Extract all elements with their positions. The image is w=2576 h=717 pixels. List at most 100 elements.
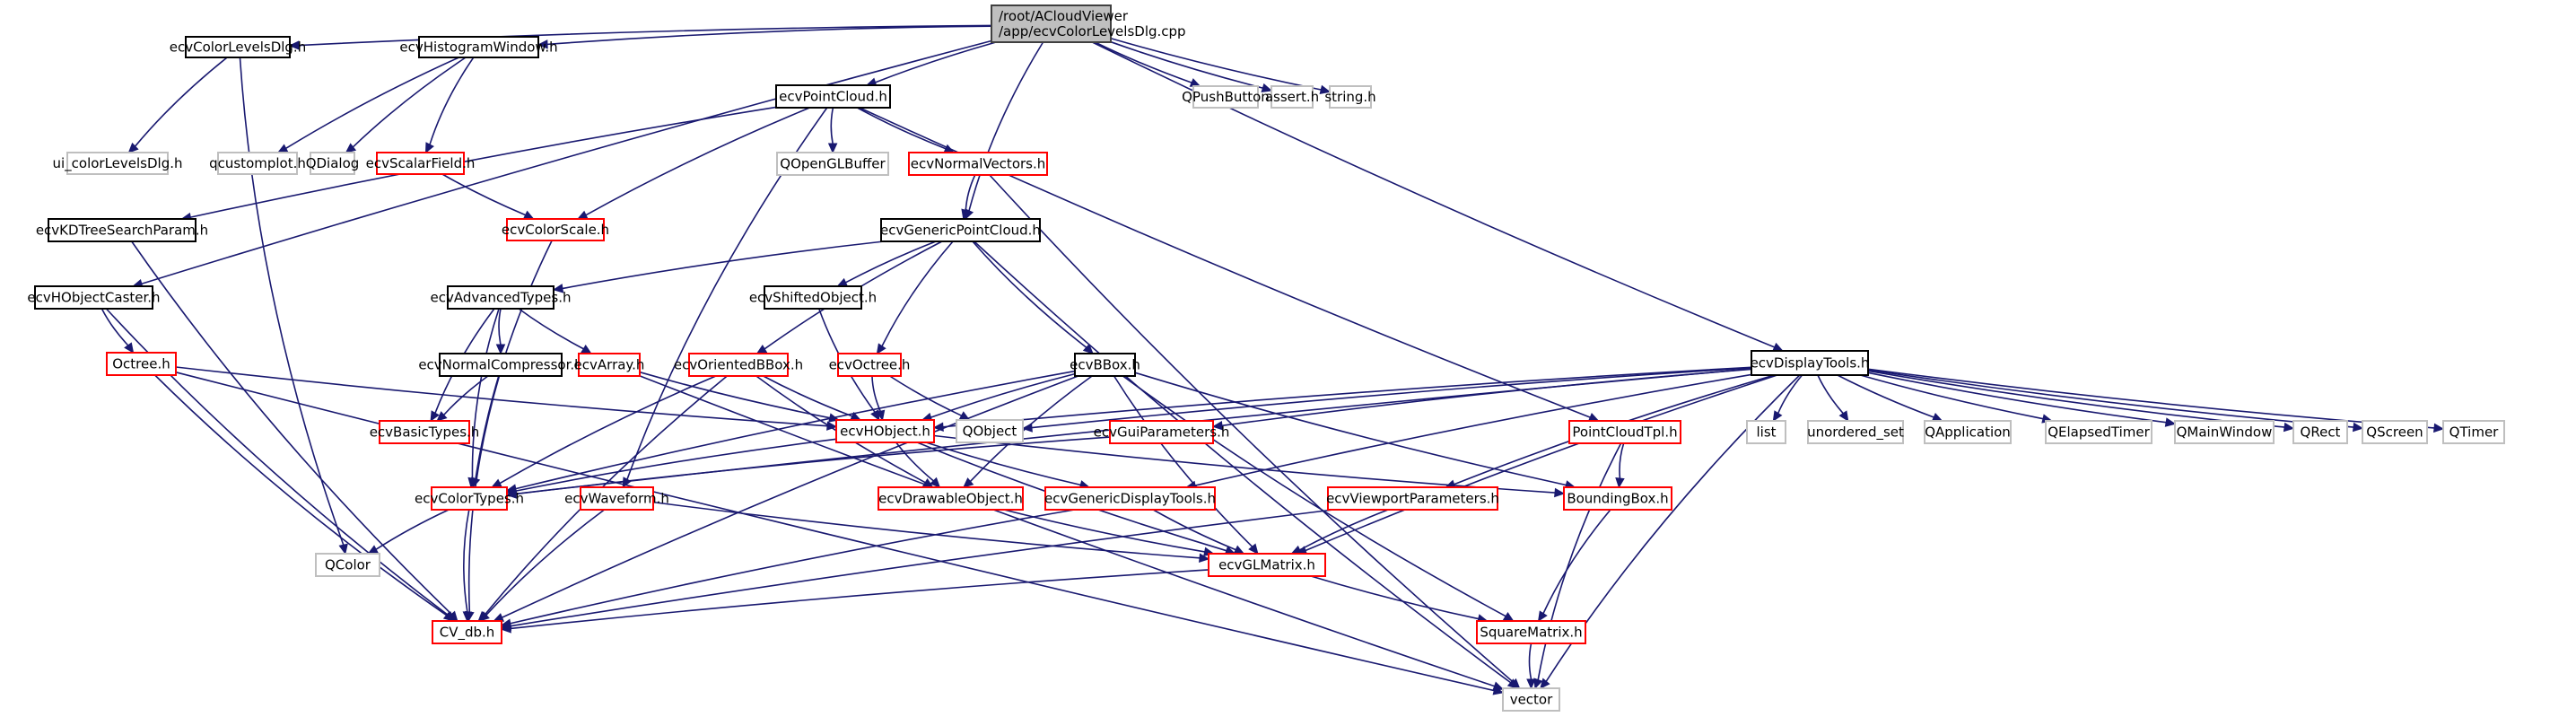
node-ecvGenericPointCloud-h[interactable]: ecvGenericPointCloud.h	[880, 218, 1041, 242]
node-QObject: QObject	[956, 419, 1024, 443]
edge-line	[871, 375, 881, 412]
node-PointCloudTpl-h[interactable]: PointCloudTpl.h	[1568, 420, 1681, 444]
node-ecvOrientedBBox-h[interactable]: ecvOrientedBBox.h	[674, 353, 803, 377]
edge-line	[515, 438, 837, 492]
arrowhead-icon	[1492, 681, 1505, 691]
node-list: list	[1746, 420, 1786, 444]
arrowhead-icon	[1537, 610, 1548, 623]
node-ecvWaveform-h[interactable]: ecvWaveform.h	[564, 486, 669, 511]
node-label: CV_db.h	[440, 625, 495, 642]
edge-ecvBBox_h-to-ecvGLMatrix_h	[1113, 375, 1259, 555]
edge-ecvColorLevelsDlg_h-to-ui_colorLevelsDlg_h	[127, 57, 228, 153]
node-ecvNormalCompressor-h[interactable]: ecvNormalCompressor.h	[418, 353, 583, 377]
node-QColor: QColor	[315, 553, 380, 577]
edge-line	[1619, 442, 1625, 479]
arrowhead-icon	[1838, 410, 1849, 423]
edge-line	[1528, 643, 1533, 680]
arrowhead-icon	[1502, 611, 1515, 622]
edge-line	[989, 174, 1514, 683]
node-ecvBasicTypes-h[interactable]: ecvBasicTypes.h	[370, 420, 480, 444]
arrowhead-icon	[932, 422, 944, 432]
arrowhead-icon	[537, 39, 548, 49]
node-box	[688, 353, 789, 377]
edge-root-to-string_h	[1110, 37, 1332, 95]
edge-line	[1091, 41, 1775, 348]
arrowhead-icon	[1261, 83, 1273, 93]
node-ecvAdvancedTypes-h[interactable]: ecvAdvancedTypes.h	[431, 285, 572, 310]
node-label: /root/ACloudViewer	[999, 8, 1129, 24]
node-Octree-h[interactable]: Octree.h	[106, 352, 177, 376]
node-ecvPointCloud-h[interactable]: ecvPointCloud.h	[775, 84, 891, 109]
node-ecvGLMatrix-h[interactable]: ecvGLMatrix.h	[1208, 553, 1326, 577]
node-label: ecvWaveform.h	[564, 491, 669, 507]
node-root[interactable]: /root/ACloudViewer/app/ecvColorLevelsDlg…	[991, 4, 1186, 43]
edge-line	[463, 509, 470, 613]
edge-ecvOrientedBBox_h-to-ecvHObject_h	[763, 375, 861, 421]
node-ecvViewportParameters-h[interactable]: ecvViewportParameters.h	[1326, 486, 1499, 511]
node-ecvHistogramWindow-h[interactable]: ecvHistogramWindow.h	[399, 36, 558, 58]
edge-line	[100, 308, 129, 346]
edge-line	[652, 501, 1201, 559]
node-ecvDisplayTools-h[interactable]: ecvDisplayTools.h	[1751, 350, 1870, 376]
node-ecvColorTypes-h[interactable]: ecvColorTypes.h	[415, 486, 524, 511]
node-SquareMatrix-h[interactable]: SquareMatrix.h	[1476, 620, 1586, 644]
node-ecvDrawableObject-h[interactable]: ecvDrawableObject.h	[878, 486, 1024, 511]
node-CV-db-h[interactable]: CV_db.h	[432, 620, 502, 644]
edge-line	[585, 107, 810, 216]
node-ecvShiftedObject-h[interactable]: ecvShiftedObject.h	[749, 285, 877, 310]
node-label: QDialog	[306, 155, 360, 171]
arrowhead-icon	[2433, 423, 2445, 433]
node-unordered-set: unordered_set	[1807, 420, 1904, 444]
edge-line	[1867, 369, 2354, 428]
node-ecvKDTreeSearchParam-h[interactable]: ecvKDTreeSearchParam.h	[36, 218, 208, 242]
node-label: ecvDisplayTools.h	[1751, 355, 1870, 372]
node-label: ecvBBox.h	[1070, 357, 1140, 373]
node-box	[1109, 420, 1214, 444]
node-box	[1924, 420, 2012, 444]
node-ecvHObjectCaster-h[interactable]: ecvHObjectCaster.h	[27, 285, 161, 310]
edge-ecvHObjectCaster_h-to-Octree_h	[100, 308, 135, 354]
edge-ecvWaveform_h-to-CV_db_h	[478, 509, 605, 622]
node-ecvBBox-h[interactable]: ecvBBox.h	[1070, 353, 1140, 377]
edge-line	[895, 442, 934, 482]
arrowhead-icon	[288, 40, 300, 50]
arrowhead-icon	[1931, 412, 1943, 422]
node-ecvArray-h[interactable]: ecvArray.h	[574, 353, 645, 377]
node-box	[1476, 620, 1586, 644]
node-box	[2362, 420, 2428, 444]
node-box	[2442, 420, 2505, 444]
node-QElapsedTimer: QElapsedTimer	[2045, 420, 2152, 444]
node-ecvScalarField-h[interactable]: ecvScalarField.h	[366, 152, 476, 175]
node-label: PointCloudTpl.h	[1572, 424, 1677, 441]
edge-line	[518, 308, 584, 350]
node-QRect: QRect	[2292, 420, 2348, 444]
node-ecvOctree-h[interactable]: ecvOctree.h	[829, 353, 911, 377]
node-ecvGenericDisplayTools-h[interactable]: ecvGenericDisplayTools.h	[1044, 486, 1216, 511]
edge-line	[515, 370, 1076, 490]
node-assert-h: assert.h	[1265, 85, 1319, 109]
node-BoundingBox-h[interactable]: BoundingBox.h	[1563, 486, 1672, 511]
arrowhead-icon	[1233, 545, 1245, 555]
edge-Octree_h-to-CV_db_h	[154, 374, 455, 622]
node-box	[431, 486, 508, 511]
node-ecvNormalVectors-h[interactable]: ecvNormalVectors.h	[908, 152, 1048, 176]
arrowhead-icon	[478, 611, 490, 622]
node-label: ui_colorLevelsDlg.h	[52, 155, 182, 172]
node-ecvHObject-h[interactable]: ecvHObject.h	[835, 419, 935, 443]
arrowhead-icon	[462, 611, 473, 623]
node-label: assert.h	[1265, 89, 1319, 105]
edge-line	[352, 57, 467, 148]
arrowhead-icon	[552, 284, 564, 293]
edge-ecvDisplayTools_h-to-ecvGLMatrix_h	[1296, 374, 1777, 555]
node-label: ecvNormalVectors.h	[911, 156, 1046, 172]
edge-ecvGenericPointCloud_h-to-vector	[974, 240, 1519, 689]
node-ecvColorLevelsDlg-h[interactable]: ecvColorLevelsDlg.h	[170, 36, 306, 58]
node-QTimer: QTimer	[2442, 420, 2505, 444]
node-label: BoundingBox.h	[1567, 491, 1668, 507]
edge-line	[763, 375, 853, 417]
node-QPushButton: QPushButton	[1182, 85, 1270, 109]
node-label: vector	[1510, 692, 1553, 708]
node-ecvGuiParameters-h[interactable]: ecvGuiParameters.h	[1094, 420, 1230, 444]
arrowhead-icon	[1587, 413, 1600, 422]
node-ecvColorScale-h[interactable]: ecvColorScale.h	[502, 218, 609, 241]
